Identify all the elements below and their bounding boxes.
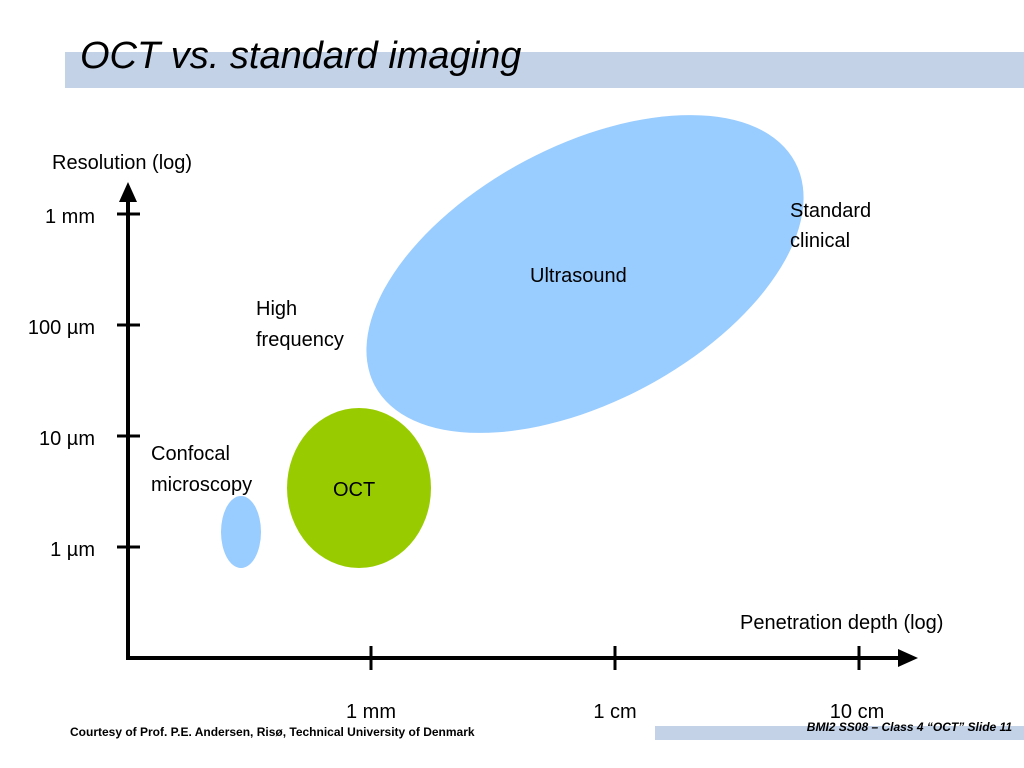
oct-region — [287, 408, 431, 568]
x-axis-arrowhead — [898, 649, 918, 667]
x-tick-label: 10 cm — [829, 701, 885, 723]
oct-label: OCT — [333, 479, 376, 501]
y-tick-label: 100 µm — [27, 317, 95, 339]
confocal-microscopy-line2: microscopy — [151, 474, 253, 496]
footer-slide-info: BMI2 SS08 – Class 4 “OCT” Slide 11 — [806, 720, 1012, 734]
high-frequency-line2: frequency — [256, 329, 344, 351]
y-tick-label: 1 mm — [45, 206, 95, 228]
confocal-microscopy-line1: Confocal — [151, 443, 230, 465]
standard-clinical-line1: Standard — [790, 200, 872, 222]
x-axis-label: Penetration depth (log) — [740, 612, 944, 634]
footer-bar — [655, 726, 1024, 740]
y-tick-label: 10 µm — [39, 428, 95, 450]
title-bar — [65, 52, 1024, 88]
x-tick-label: 1 mm — [346, 701, 396, 723]
x-tick-label: 1 cm — [593, 701, 637, 723]
y-axis-arrowhead — [119, 182, 137, 202]
y-tick-label: 1 µm — [50, 539, 95, 561]
confocal-region — [221, 496, 261, 568]
high-frequency-line1: High — [256, 298, 298, 320]
footer-courtesy: Courtesy of Prof. P.E. Andersen, Risø, T… — [70, 725, 475, 739]
y-axis-label: Resolution (log) — [52, 152, 193, 174]
standard-clinical-line2: clinical — [790, 230, 851, 252]
ultrasound-region — [366, 115, 804, 433]
slide-title: OCT vs. standard imaging — [80, 35, 522, 77]
ultrasound-label: Ultrasound — [530, 265, 627, 287]
